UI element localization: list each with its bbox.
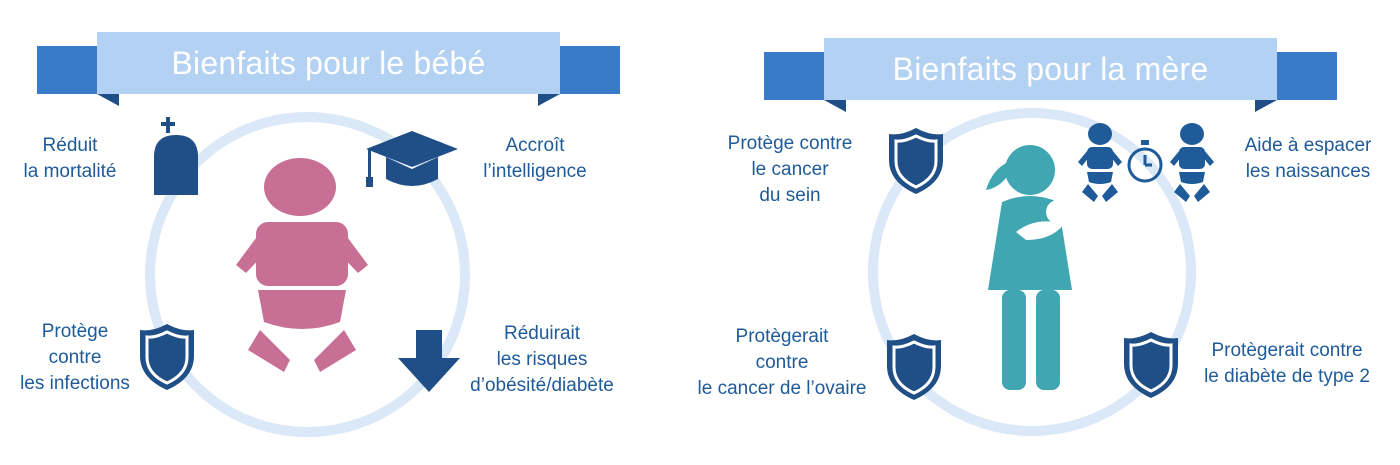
baby-icon bbox=[1078, 123, 1122, 202]
baby-icon bbox=[236, 158, 368, 372]
baby-title: Bienfaits pour le bébé bbox=[97, 32, 560, 94]
mother-title: Bienfaits pour la mère bbox=[824, 38, 1277, 100]
label-birth-spacing: Aide à espacer les naissances bbox=[1244, 135, 1372, 182]
shield-icon bbox=[887, 334, 941, 400]
label-obesity: Réduirait les risques d’obésité/diabète bbox=[470, 323, 614, 396]
baby-icon bbox=[1170, 123, 1214, 202]
mother-ring bbox=[868, 108, 1196, 436]
stopwatch-icon bbox=[1127, 140, 1163, 183]
baby-banner: Bienfaits pour le bébé bbox=[37, 24, 620, 114]
tombstone-icon bbox=[154, 117, 198, 195]
mother-holding-baby-icon bbox=[986, 145, 1072, 390]
graduation-cap-icon bbox=[366, 131, 458, 187]
shield-icon bbox=[1124, 332, 1178, 398]
label-type2-diabetes: Protègerait contre le diabète de type 2 bbox=[1204, 340, 1370, 387]
baby-ring bbox=[145, 112, 470, 437]
shield-icon bbox=[140, 324, 194, 390]
down-arrow-icon bbox=[398, 330, 460, 392]
label-breast-cancer: Protège contre le cancer du sein bbox=[727, 133, 853, 206]
label-intelligence: Accroît l’intelligence bbox=[483, 135, 587, 182]
baby-panel: Bienfaits pour le bébé Réduit la mortali… bbox=[20, 24, 620, 437]
mother-panel: Bienfaits pour la mère Aide à esp bbox=[698, 0, 1400, 465]
label-infections: Protège contre les infections bbox=[20, 321, 130, 394]
label-mortality: Réduit la mortalité bbox=[23, 135, 117, 182]
mother-banner: Bienfaits pour la mère bbox=[764, 30, 1337, 120]
shield-icon bbox=[889, 128, 943, 194]
label-ovarian-cancer: Protègerait contre le cancer de l’ovaire bbox=[697, 326, 867, 399]
